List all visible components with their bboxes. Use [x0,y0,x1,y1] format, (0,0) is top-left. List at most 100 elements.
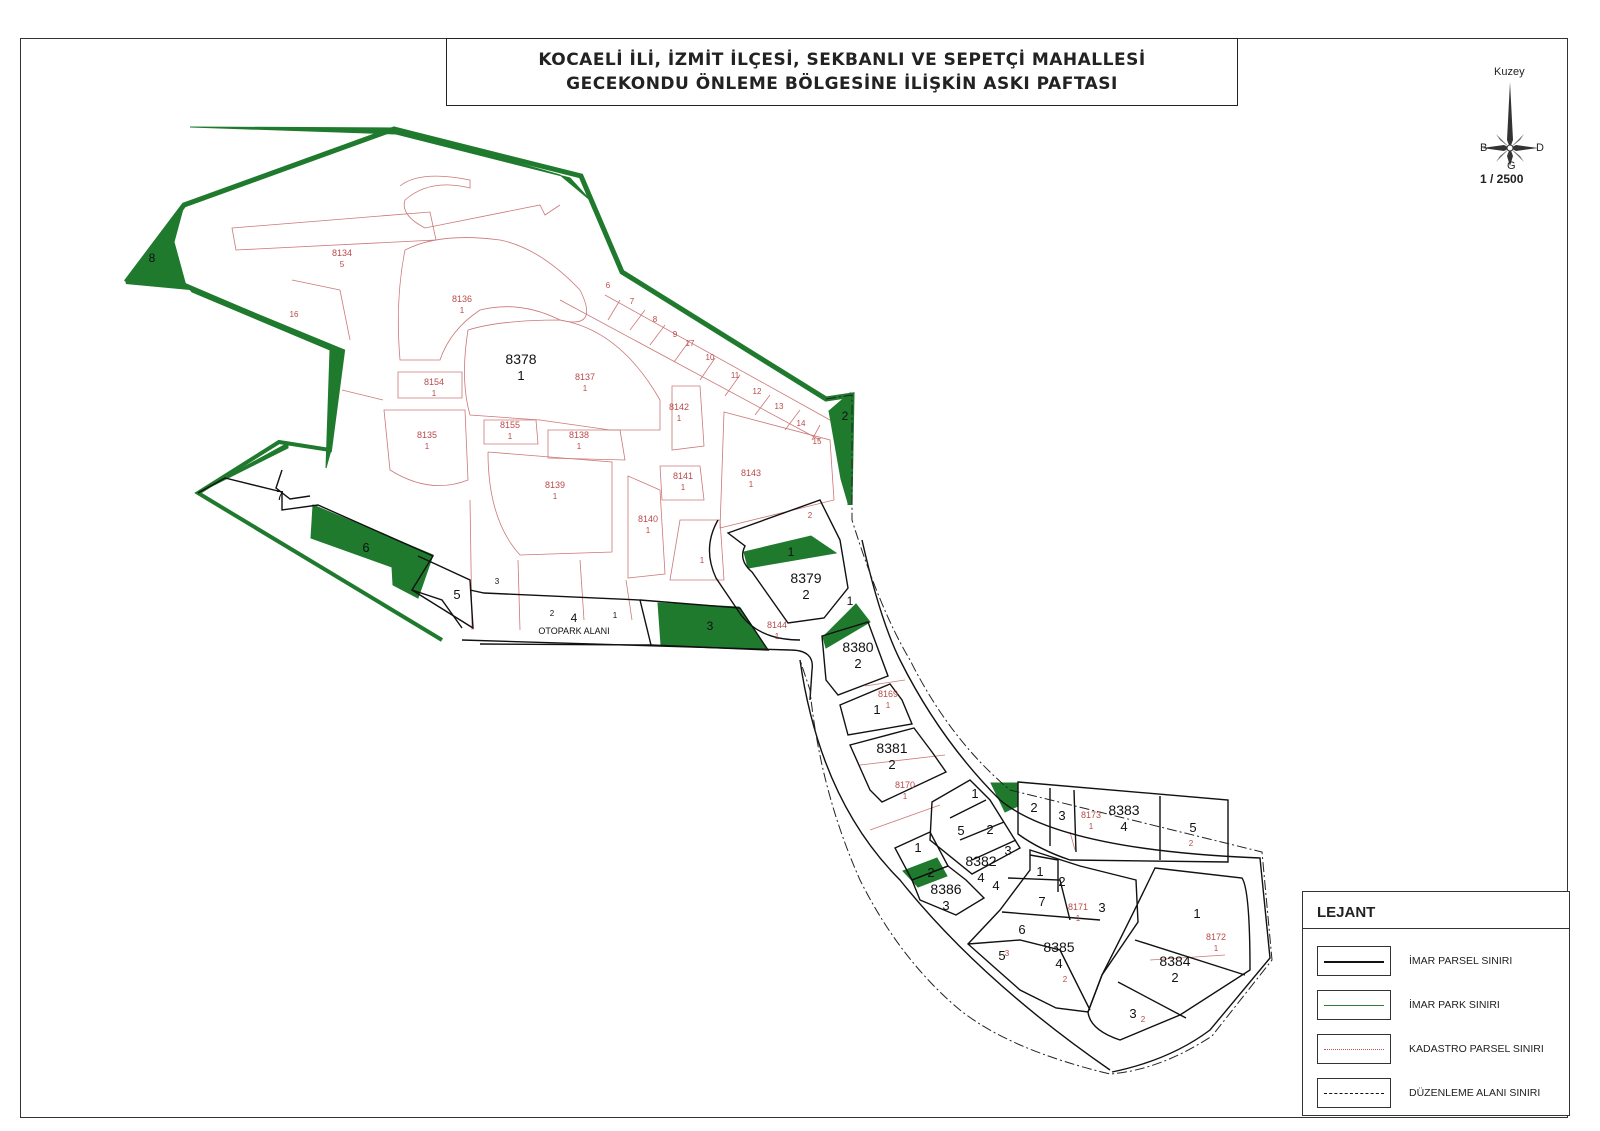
parcel-number: 16 [290,310,299,319]
block-sub-label: 3 [942,898,949,913]
cadastre-lines [231,175,1226,961]
block-label: 8382 [965,853,996,869]
parcel-number: 5 [453,587,460,602]
cadastre-sub-label: 1 [460,306,465,315]
cadastre-sub-label: 1 [677,414,682,423]
cadastre-label: 8143 [741,468,761,478]
cadastre-label: 8144 [767,620,787,630]
parcel-number: 6 [1018,922,1025,937]
parcel-number: 3 [1129,1006,1136,1021]
parcel-number: 1 [1193,906,1200,921]
cadastre-label: 8169 [878,689,898,699]
parcel-number: 4 [992,878,999,893]
south-label: G [1507,160,1516,172]
block-label: 8379 [790,570,821,586]
cadastre-sub-label: 1 [508,432,513,441]
legend-label: KADASTRO PARSEL SINIRI [1409,1043,1544,1055]
north-arrow: Kuzey B D G [1470,64,1550,194]
cadastre-sub-label: 1 [749,480,754,489]
parcel-number: 1 [873,702,880,717]
parcel-number: 14 [797,419,806,428]
legend-row-regulation-area: DÜZENLEME ALANI SINIRI [1317,1078,1561,1108]
cadastre-sub-label: 1 [903,792,908,801]
parcel-number: 17 [686,339,695,348]
block-label: 8384 [1159,953,1190,969]
cadastre-sub-label: 1 [577,442,582,451]
cadastre-label: 8138 [569,430,589,440]
legend-label: DÜZENLEME ALANI SINIRI [1409,1087,1541,1099]
parcel-number: 2 [1030,800,1037,815]
cadastre-sub-label: 1 [1214,944,1219,953]
parcel-number: 7 [276,488,283,503]
legend-row-zoning-park: İMAR PARK SINIRI [1317,990,1561,1020]
cadastre-sub-label: 1 [1076,914,1081,923]
block-sub-label: 2 [854,656,861,671]
block-label: 8381 [876,740,907,756]
cadastre-sub-label: 5 [340,260,345,269]
cadastre-label: 8137 [575,372,595,382]
parcel-number: 1 [1036,864,1043,879]
block-sub-label: 4 [1120,819,1127,834]
parcel-number: 6 [362,540,369,555]
parcel-number: 2 [986,822,993,837]
parcel-number: 11 [731,371,740,380]
legend-swatch-zoning-park [1317,990,1391,1020]
cadastre-sub-label: 1 [432,389,437,398]
cadastre-label: 8155 [500,420,520,430]
parcel-number: 1 [788,545,795,559]
parcel-number: 5 [1189,820,1196,835]
parcel-number: 3 [1005,949,1010,958]
park-area [310,504,434,599]
block-label: 8385 [1043,939,1074,955]
parcel-number: 4 [571,611,578,625]
parcel-number: 8 [149,251,156,265]
legend: LEJANT İMAR PARSEL SINIRI İMAR PARK SINI… [1302,891,1570,1116]
legend-label: İMAR PARK SINIRI [1409,999,1500,1011]
park-area [183,282,342,469]
north-label: Kuzey [1494,66,1525,78]
cadastre-sub-label: 1 [1089,822,1094,831]
parcel-number: 2 [1063,975,1068,984]
cadastre-sub-label: 1 [775,632,780,641]
cadastre-label: 8139 [545,480,565,490]
parcel-number: 13 [775,402,784,411]
cadastre-sub-label: 1 [425,442,430,451]
legend-divider [1303,928,1569,929]
west-label: B [1480,142,1488,154]
block-sub-label: 2 [1171,970,1178,985]
cadastre-label: 8141 [673,471,693,481]
title-box: KOCAELİ İLİ, İZMİT İLÇESİ, SEKBANLI VE S… [446,38,1238,106]
block-label: 8383 [1108,802,1139,818]
legend-row-cadastre-parcel: KADASTRO PARSEL SINIRI [1317,1034,1561,1064]
legend-label: İMAR PARSEL SINIRI [1409,955,1513,967]
map-scale: 1 / 2500 [1480,172,1524,186]
cadastre-sub-label: 1 [583,384,588,393]
cadastre-sub-label: 1 [886,701,891,710]
parcel-number: 3 [1098,900,1105,915]
parcel-number: 12 [753,387,762,396]
cadastre-label: 8134 [332,248,352,258]
parcel-number: 7 [630,297,635,306]
parcel-number: 2 [1189,839,1194,848]
cadastre-label: 8140 [638,514,658,524]
parcel-number: 3 [1058,808,1065,823]
block-label: 8380 [842,639,873,655]
parcel-number: 2 [1058,874,1065,889]
title-line-2: GECEKONDU ÖNLEME BÖLGESİNE İLİŞKİN ASKI … [566,74,1118,94]
legend-title: LEJANT [1317,904,1376,921]
park-area [743,535,838,569]
block-label: 8386 [930,881,961,897]
block-sub-label: 1 [517,368,524,383]
parcel-number: 3 [495,577,500,586]
parcel-number: 5 [957,823,964,838]
block-sub-label: 2 [802,587,809,602]
parcel-number: 10 [706,353,715,362]
cadastre-label: 8142 [669,402,689,412]
title-line-1: KOCAELİ İLİ, İZMİT İLÇESİ, SEKBANLI VE S… [538,50,1146,70]
cadastre-label: 8173 [1081,810,1101,820]
cadastre-label: 8154 [424,377,444,387]
block-label: 8378 [505,351,536,367]
otopark-label: OTOPARK ALANI [538,626,609,636]
